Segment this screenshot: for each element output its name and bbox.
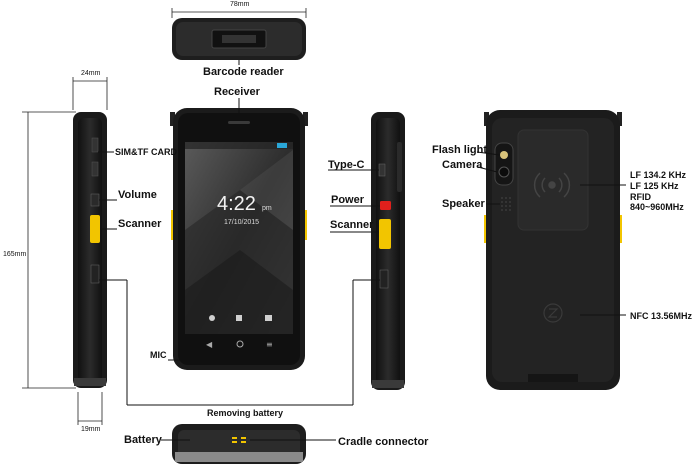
scanner-left-label: Scanner xyxy=(118,218,162,230)
depth-dimension-label: 24mm xyxy=(81,70,101,77)
front-view: ◀ ≡ xyxy=(170,108,308,370)
svg-text:◀: ◀ xyxy=(206,340,213,349)
rfid-label: RFID xyxy=(630,192,651,202)
screen-ampm: pm xyxy=(262,205,272,212)
right-side-view xyxy=(371,112,405,390)
top-view xyxy=(172,18,306,65)
lf-125-label: LF 125 KHz xyxy=(630,181,679,191)
receiver-label: Receiver xyxy=(214,86,260,98)
speaker-label: Speaker xyxy=(442,198,485,210)
lf-134-label: LF 134.2 KHz xyxy=(630,170,687,180)
power-label: Power xyxy=(331,194,365,206)
width-dimension xyxy=(171,8,307,18)
bottom-depth-dimension-label: 19mm xyxy=(81,426,101,433)
width-dimension-label: 78mm xyxy=(230,1,250,8)
volume-label: Volume xyxy=(118,189,157,201)
left-side-view xyxy=(73,112,107,388)
nfc-label: NFC 13.56MHz xyxy=(630,311,693,321)
camera-label: Camera xyxy=(442,159,483,171)
scanner-right-label: Scanner xyxy=(330,219,374,231)
barcode-reader-label: Barcode reader xyxy=(203,66,284,78)
rfid-icon xyxy=(533,172,571,198)
battery-label: Battery xyxy=(124,434,162,446)
sim-tf-card-label: SIM&TF CARD xyxy=(115,147,177,157)
removing-battery-label: Removing battery xyxy=(207,408,284,418)
mic-label: MIC xyxy=(150,350,167,360)
rfid-freq-label: 840~960MHz xyxy=(630,202,684,212)
dimension-lines xyxy=(22,77,108,425)
cradle-connector-label: Cradle connector xyxy=(338,436,429,448)
height-dimension-label: 165mm xyxy=(3,251,27,258)
svg-text:≡: ≡ xyxy=(266,340,273,349)
nfc-icon xyxy=(543,303,563,323)
screen-time: 4:22 xyxy=(217,193,256,215)
leader-lines xyxy=(98,98,626,441)
back-view xyxy=(484,110,622,390)
flash-light-label: Flash light xyxy=(432,144,487,156)
bottom-view xyxy=(172,424,306,464)
screen-date: 17/10/2015 xyxy=(224,219,260,226)
type-c-label: Type-C xyxy=(328,159,365,171)
